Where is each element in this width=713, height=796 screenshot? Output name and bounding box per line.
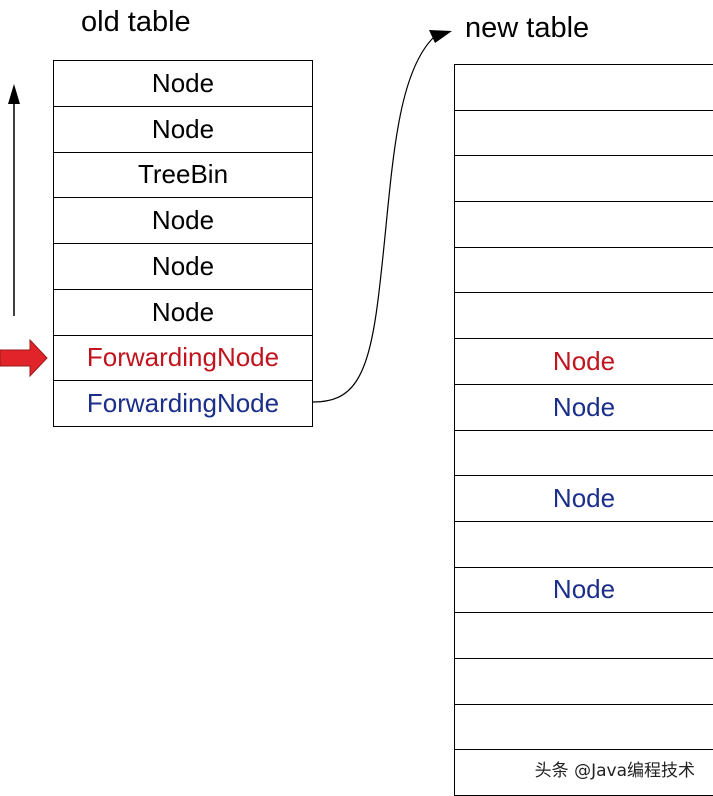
new-table-cell: Node: [455, 339, 713, 385]
transfer-curve: [312, 37, 434, 403]
new-table-cell: [455, 613, 713, 659]
old-table-cell: Node: [54, 290, 312, 336]
new-table-cell: [455, 202, 713, 248]
new-table-cell: [455, 522, 713, 568]
new-table-title: new table: [465, 12, 590, 44]
old-table-cell: Node: [54, 107, 312, 153]
new-table-cell: [455, 65, 713, 111]
old-table-title: old table: [81, 6, 191, 38]
traversal-arrow-head: [8, 84, 20, 104]
watermark: 头条 @Java编程技术: [534, 761, 695, 781]
new-table-cell: Node: [455, 476, 713, 522]
old-table-cell: ForwardingNode: [54, 336, 312, 382]
old-table-cell: Node: [54, 61, 312, 107]
new-table-cell: [455, 705, 713, 751]
current-pointer-arrow-icon: [0, 338, 48, 378]
new-table-cell: Node: [455, 385, 713, 431]
transfer-arrow-head: [429, 30, 452, 43]
new-table-cell: Node: [455, 568, 713, 614]
new-table-cell: [455, 659, 713, 705]
old-table-cell: Node: [54, 244, 312, 290]
old-table-cell: Node: [54, 198, 312, 244]
new-table-cell: [455, 248, 713, 294]
old-table-cell: ForwardingNode: [54, 381, 312, 427]
new-table-cell: [455, 156, 713, 203]
old-table-cell: TreeBin: [54, 153, 312, 199]
new-table-cell: [455, 431, 713, 477]
new-table-cell: [455, 111, 713, 157]
new-table-cell: [455, 293, 713, 340]
